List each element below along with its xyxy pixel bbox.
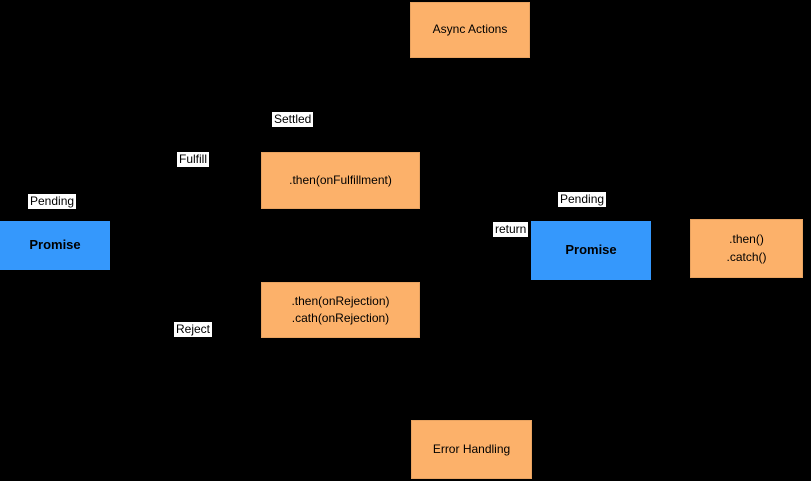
cath-onrejection-line2: .cath(onRejection) (291, 311, 390, 325)
pending-right-edge-label: Pending (558, 192, 607, 207)
catch-line2: .catch() (726, 249, 767, 264)
promise-left-label: Promise (29, 237, 81, 253)
then-onfulfillment-label: .then(onFulfillment) (289, 172, 392, 187)
then-onrejection-node[interactable]: .then(onRejection) .cath(onRejection) (261, 282, 420, 338)
then-catch-node[interactable]: .then() .catch() (690, 219, 803, 278)
settled-edge-label: Settled (272, 112, 314, 127)
then-onrejection-line1: .then(onRejection) (291, 293, 390, 308)
pending-left-edge-label: Pending (28, 194, 77, 209)
then-line1: .then() (729, 232, 764, 247)
reject-edge-label: Reject (174, 322, 213, 337)
error-handling-label: Error Handling (432, 441, 511, 456)
then-onfulfillment-node[interactable]: .then(onFulfillment) (261, 152, 420, 209)
promise-left-node[interactable]: Promise (0, 221, 110, 270)
promise-right-node[interactable]: Promise (531, 221, 651, 280)
error-handling-node[interactable]: Error Handling (411, 420, 532, 479)
return-edge-label: return (493, 222, 529, 237)
fulfill-edge-label: Fulfill (177, 152, 210, 167)
promise-right-label: Promise (565, 242, 617, 258)
async-actions-node[interactable]: Async Actions (410, 2, 530, 58)
async-actions-label: Async Actions (432, 22, 508, 37)
